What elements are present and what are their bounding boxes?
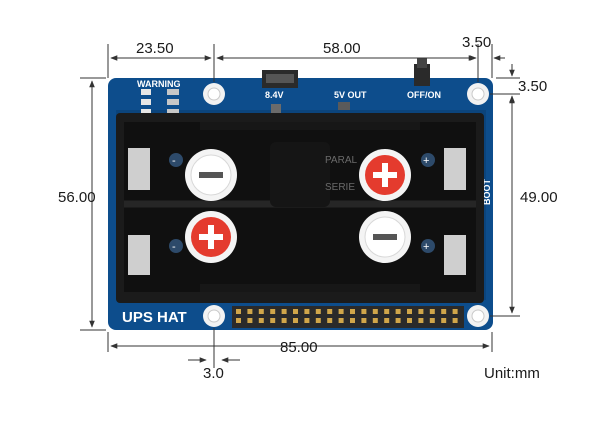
- output-label: 5V OUT: [334, 90, 367, 100]
- gpio-pin: [418, 318, 424, 323]
- gpio-pin: [372, 318, 378, 323]
- power-switch: [414, 64, 430, 86]
- gpio-pin: [281, 309, 287, 314]
- gpio-pin: [315, 309, 321, 314]
- mounting-holes: [203, 83, 489, 327]
- dim-top-right-offset: 3.50: [462, 34, 491, 51]
- gpio-pin: [407, 309, 412, 314]
- gpio-pin: [293, 318, 298, 323]
- svg-text:-: -: [172, 155, 176, 167]
- svg-text:+: +: [423, 155, 429, 167]
- product-label: UPS HAT: [122, 309, 187, 326]
- silk-series: SERIE: [325, 182, 355, 193]
- gpio-pin: [315, 318, 321, 323]
- battery-holder: - - + +: [116, 113, 484, 303]
- gpio-pin: [350, 318, 355, 323]
- dim-right-vertical-offset: 3.50: [518, 78, 547, 95]
- gpio-pin: [384, 309, 390, 314]
- gpio-header: [232, 306, 464, 328]
- gpio-pin: [258, 318, 264, 323]
- gpio-pin: [452, 309, 458, 314]
- gpio-pin: [236, 309, 241, 314]
- warning-label: WARNING: [137, 79, 181, 89]
- gpio-pin: [247, 309, 253, 314]
- gpio-pin: [236, 318, 241, 323]
- gpio-pin: [304, 318, 310, 323]
- gpio-pin: [293, 309, 298, 314]
- terminal-bottom-right: [359, 211, 411, 263]
- svg-text:+: +: [423, 241, 429, 253]
- gpio-pin: [395, 318, 401, 323]
- gpio-pin: [338, 318, 344, 323]
- top-components: [141, 58, 430, 116]
- dim-top-left-offset: 23.50: [136, 40, 174, 57]
- gpio-pin: [270, 309, 276, 314]
- gpio-pin: [327, 309, 333, 314]
- terminal-top-left: [185, 149, 237, 201]
- gpio-pin: [441, 309, 447, 314]
- boot-label: BOOT: [482, 178, 492, 205]
- gpio-pin: [304, 309, 310, 314]
- gpio-pin: [258, 309, 264, 314]
- gpio-pin: [338, 309, 344, 314]
- gpio-pin: [270, 318, 276, 323]
- dim-bottom-hole-offset: 3.0: [203, 365, 224, 382]
- gpio-pin: [429, 318, 435, 323]
- gpio-pin: [452, 318, 458, 323]
- gpio-pin: [384, 318, 390, 323]
- gpio-pin: [281, 318, 287, 323]
- gpio-pin: [247, 318, 253, 323]
- dimension-lines: [80, 44, 520, 368]
- gpio-pin: [327, 318, 333, 323]
- silk-parallel: PARAL: [325, 155, 357, 166]
- gpio-pin: [361, 309, 367, 314]
- terminal-top-right: [359, 149, 411, 201]
- terminal-bottom-left: [185, 211, 237, 263]
- dim-top-hole-spacing: 58.00: [323, 40, 361, 57]
- gpio-pin: [407, 318, 412, 323]
- gpio-pin: [361, 318, 367, 323]
- gpio-pin: [350, 309, 355, 314]
- gpio-pin: [372, 309, 378, 314]
- gpio-pin: [418, 309, 424, 314]
- voltage-label: 8.4V: [265, 90, 284, 100]
- svg-text:-: -: [172, 241, 176, 253]
- switch-label: OFF/ON: [407, 90, 441, 100]
- gpio-pin: [429, 309, 435, 314]
- gpio-pin: [395, 309, 401, 314]
- gpio-pin: [441, 318, 447, 323]
- dim-board-height: 56.00: [58, 189, 96, 206]
- dim-hole-vertical-spacing: 49.00: [520, 189, 558, 206]
- unit-label: Unit:mm: [484, 365, 540, 382]
- dim-board-width: 85.00: [280, 339, 318, 356]
